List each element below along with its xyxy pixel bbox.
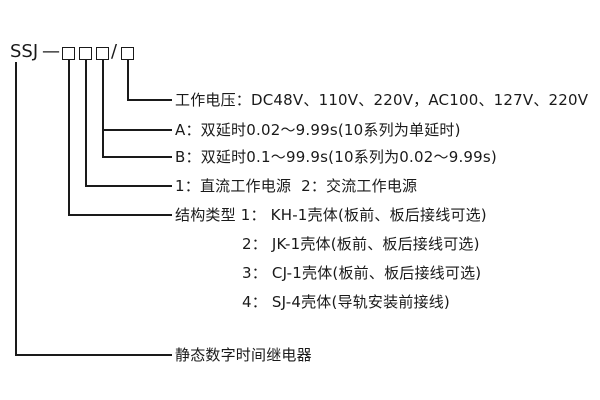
legend-delay-a: A：双延时0.02～9.99s(10系列为单延时) [175, 121, 461, 139]
model-dash: — [42, 41, 60, 62]
legend-delay-b: B：双延时0.1～99.9s(10系列为0.02～9.99s) [175, 148, 497, 166]
connector-h-power [85, 185, 172, 187]
connector-h-voltage [127, 99, 172, 101]
model-box-voltage [121, 47, 134, 60]
connector-v-power [85, 60, 87, 186]
connector-h-structure [68, 214, 172, 216]
connector-h-product [15, 354, 172, 356]
connector-h-delay-a [102, 129, 172, 131]
legend-power-supply: 1：直流工作电源 2：交流工作电源 [175, 177, 418, 195]
legend-structure-option-2: 2： JK-1壳体(板前、板后接线可选) [242, 235, 480, 253]
legend-structure-option-3: 3： CJ-1壳体(板前、板后接线可选) [242, 264, 482, 282]
legend-working-voltage: 工作电压：DC48V、110V、220V，AC100、127V、220V [175, 91, 589, 109]
connector-v-delay [102, 60, 104, 158]
legend-product-name: 静态数字时间继电器 [175, 346, 312, 364]
connector-v-structure [68, 60, 70, 216]
model-slash: / [111, 41, 118, 62]
model-prefix: SSJ [10, 41, 39, 62]
connector-v-prefix [15, 62, 17, 356]
model-box-delay [96, 47, 109, 60]
model-box-structure [62, 47, 75, 60]
legend-structure-option-4: 4： SJ-4壳体(导轨安装前接线) [242, 293, 450, 311]
model-box-power [79, 47, 92, 60]
connector-h-delay-b [102, 156, 172, 158]
legend-structure-type: 结构类型 1： KH-1壳体(板前、板后接线可选) [175, 206, 487, 224]
connector-v-voltage [127, 60, 129, 100]
